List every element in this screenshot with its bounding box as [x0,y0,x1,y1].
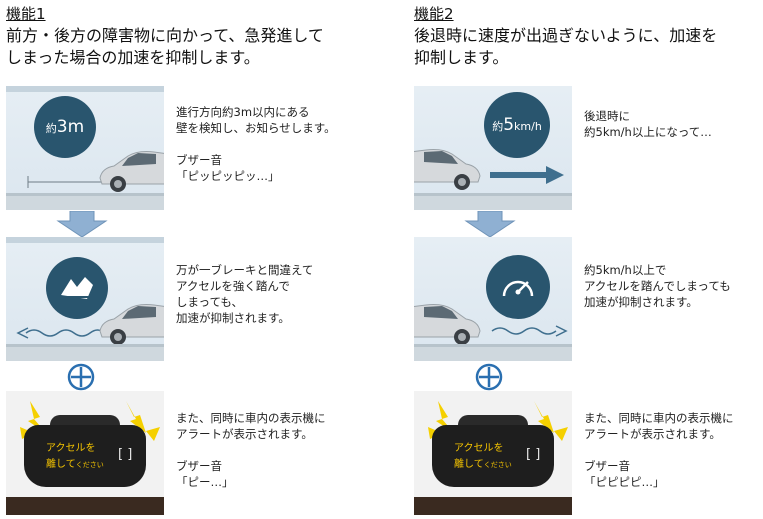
speedometer-icon [502,280,534,297]
pedal-bubble [46,257,108,319]
ground [414,196,572,210]
alert-line1: アクセルを [454,443,504,454]
step3-description: また、同時に車内の表示機に アラートが表示されます。 ブザー音 「ピピピピ…」 [584,411,734,489]
car-icon [99,304,164,345]
distance-label: 約3m [45,117,85,137]
plus-icon [475,363,503,391]
wall [6,86,164,92]
in-car-display: アクセルを 離してください [ ] [24,425,146,487]
slow-flow-arrow-icon [491,325,568,337]
feature-title: 前方・後方の障害物に向かって、急発進して しまった場合の加速を抑制します。 [6,25,366,69]
feature-title-text: 後退時に速度が出過ぎないように、加速を 抑制します。 [414,26,718,67]
ground-line [6,344,164,347]
down-arrow-icon [464,211,516,237]
step1-illustration: 約5km/h [414,86,572,210]
step2-description: 万が一ブレーキと間違えて アクセルを強く踏んで しまっても、 加速が抑制されます… [176,263,314,325]
ground-line [6,193,164,196]
ground [6,196,164,210]
dashboard-base [6,497,164,515]
feature-label: 機能1 [6,5,46,23]
feature-2: 機能2 後退時に速度が出過ぎないように、加速を 抑制します。 約5km/h 後退… [414,0,763,519]
car-icon [414,304,481,345]
wall [6,237,164,243]
display-screen: アクセルを 離してください [ ] [32,435,138,475]
step1-illustration: 約3m [6,86,164,210]
feature-label: 機能2 [414,5,454,23]
ground [414,347,572,361]
ground-line [414,193,572,196]
plus-icon [67,363,95,391]
in-car-display: アクセルを 離してください [ ] [432,425,554,487]
dashboard-base [414,497,572,515]
pedal-press-icon [61,277,93,299]
display-screen: アクセルを 離してください [ ] [440,435,546,475]
feature-title: 後退時に速度が出過ぎないように、加速を 抑制します。 [414,25,763,69]
distance-line [27,176,104,188]
step3-illustration: アクセルを 離してください [ ] [6,391,164,515]
step3-illustration: アクセルを 離してください [ ] [414,391,572,515]
reverse-arrow-icon [490,166,564,184]
feature-1: 機能1 前方・後方の障害物に向かって、急発進して しまった場合の加速を抑制します… [6,0,366,519]
step1-description: 後退時に 約5km/h以上になって… [584,109,712,139]
bracket-icon: [ ] [118,447,133,462]
car-icon [99,151,164,192]
ground-line [414,344,572,347]
bracket-icon: [ ] [526,447,541,462]
step3-description: また、同時に車内の表示機に アラートが表示されます。 ブザー音 「ピー…」 [176,411,326,489]
down-arrow-icon [56,211,108,237]
speedometer-bubble [486,255,550,319]
step2-description: 約5km/h以上で アクセルを踏んでしまっても 加速が抑制されます。 [584,263,731,309]
feature-title-text: 前方・後方の障害物に向かって、急発進して しまった場合の加速を抑制します。 [6,26,324,67]
speed-bubble: 約5km/h [484,92,550,158]
step2-illustration [6,237,164,361]
speed-label: 約5km/h [492,115,542,135]
alert-line2: 離してください [454,459,512,470]
alert-line2: 離してください [46,459,104,470]
distance-bubble: 約3m [34,96,96,158]
step1-description: 進行方向約3m以内にある 壁を検知し、お知らせします。 ブザー音 「ピッピッピッ… [176,105,336,183]
slow-flow-arrow-icon [16,327,105,339]
alert-line1: アクセルを [46,443,96,454]
step2-illustration [414,237,572,361]
car-icon [414,149,481,190]
ground [6,347,164,361]
